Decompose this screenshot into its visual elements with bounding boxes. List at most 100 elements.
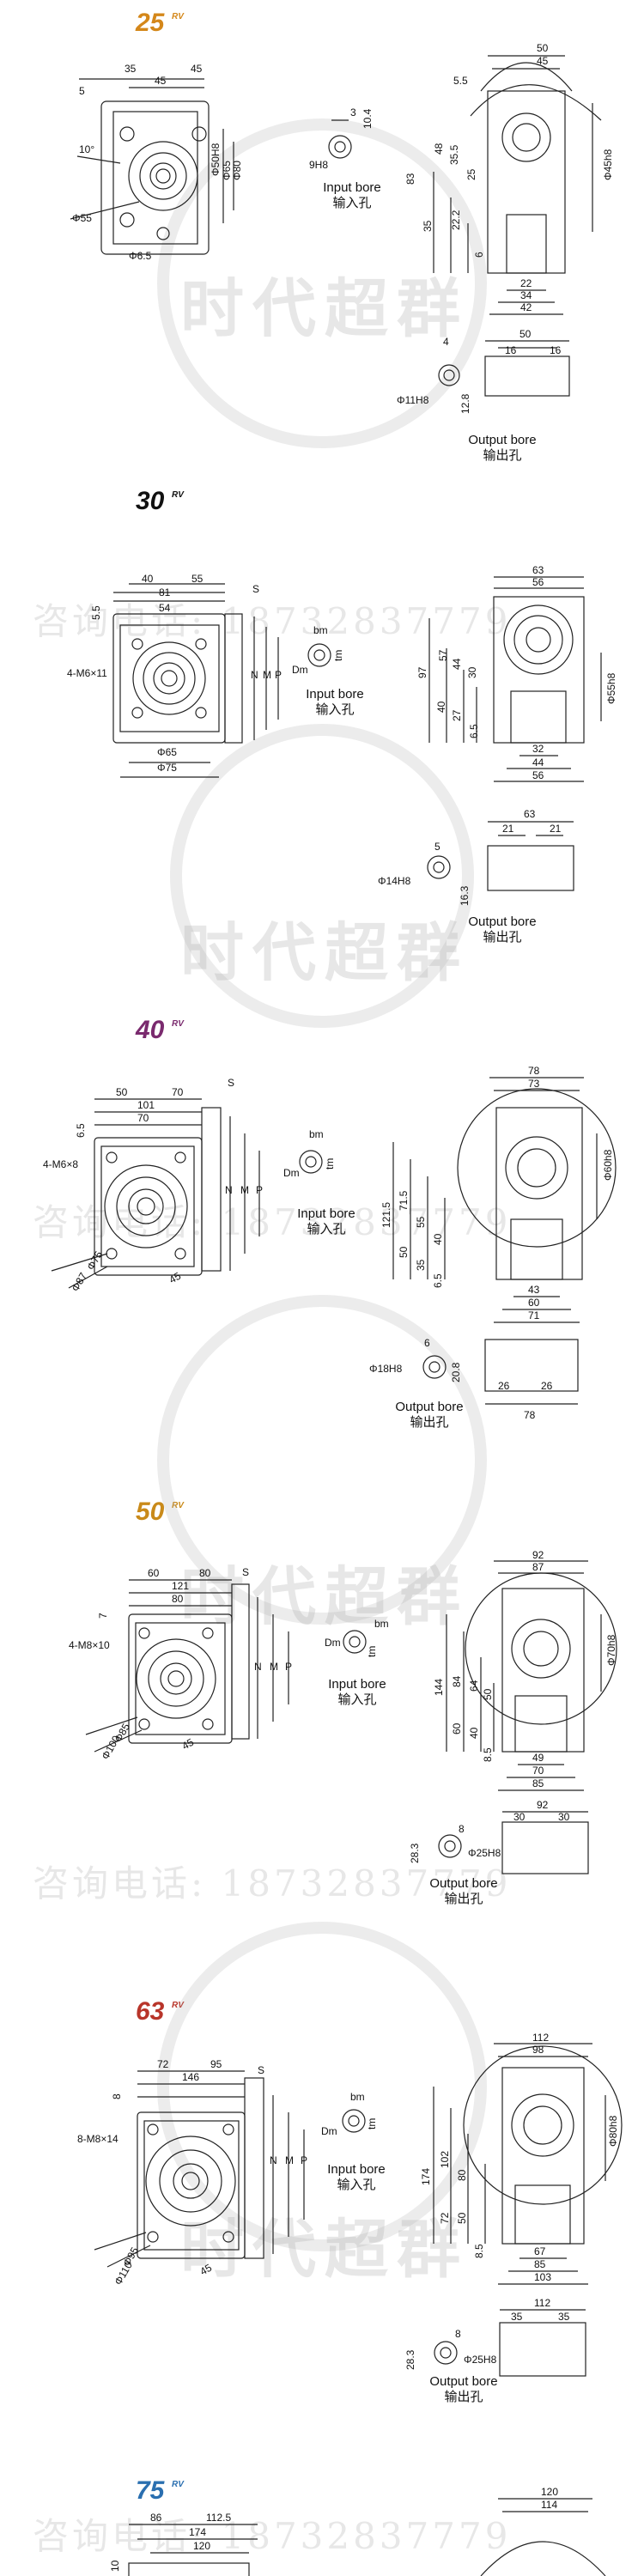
watermark-company: 时代超群	[180, 272, 469, 346]
dimension-label: 45	[167, 1270, 184, 1286]
drawing-nmrv25-output	[438, 340, 570, 397]
dimension-label: Dm	[283, 1167, 300, 1179]
dimension-label: 6	[424, 1337, 430, 1349]
dimension-label: 87	[532, 1561, 544, 1573]
dimension-label: P	[256, 1184, 263, 1196]
dimension-label: Φ11H8	[397, 394, 429, 406]
dimension-label: 50	[482, 1688, 494, 1700]
dimension-label: 50	[519, 328, 532, 340]
dimension-label: 114	[541, 2499, 557, 2511]
dimension-label: tm	[332, 650, 344, 661]
dimension-label: 92	[537, 1799, 549, 1811]
dimension-label: M	[270, 1661, 278, 1673]
watermark-gear-icon	[157, 118, 487, 2251]
dimension-label: 95	[210, 2058, 222, 2070]
dimension-label: 120	[193, 2540, 210, 2552]
drawing-nmrv63-side	[433, 2043, 623, 2285]
output-bore-label: Output bore	[468, 433, 537, 447]
dimension-label: 71.5	[398, 1190, 410, 1211]
dimension-label: 35	[125, 63, 137, 75]
dimension-label: 35	[558, 2311, 570, 2323]
input-bore-label-cn: 输入孔	[337, 1692, 377, 1707]
dimension-label: Φ25H8	[468, 1847, 501, 1859]
dimension-label: 86	[150, 2512, 162, 2524]
dimension-label: 21	[550, 823, 562, 835]
dimension-label: 6.5	[75, 1123, 87, 1138]
drawing-nmrv25-front	[70, 78, 234, 255]
dimension-label: 8	[459, 1823, 465, 1835]
dimension-label: 84	[451, 1675, 463, 1687]
dimension-label: 73	[528, 1078, 540, 1090]
dimension-label: Dm	[292, 664, 308, 676]
dimension-label: 64	[468, 1680, 480, 1692]
dimension-label: 50	[456, 2212, 468, 2224]
dimension-label: 6.5	[432, 1273, 444, 1288]
drawing-nmrv40-key	[299, 1150, 323, 1174]
drawing-nmrv30-front	[112, 583, 279, 778]
dimension-label: 8.5	[473, 2244, 485, 2258]
dimension-label: 16.3	[459, 885, 471, 906]
dimension-label: 45	[155, 75, 167, 87]
dimension-label: 54	[159, 602, 171, 614]
output-bore-label-cn: 输出孔	[444, 2390, 483, 2404]
dimension-label: 50	[116, 1086, 128, 1098]
model-badge: NMRV	[33, 1019, 122, 1045]
drawing-nmrv30-side	[428, 576, 602, 782]
dimension-label: 112.5	[206, 2512, 231, 2524]
dimension-label: 121	[172, 1580, 189, 1592]
dimension-label: tm	[366, 2118, 378, 2129]
dimension-label: 45	[537, 55, 549, 67]
dimension-label: 98	[532, 2044, 544, 2056]
dimension-label: tm	[324, 1158, 336, 1170]
dimension-label: 44	[451, 658, 463, 670]
dimension-label: Φ55	[72, 212, 92, 224]
dimension-label: 30	[466, 666, 478, 678]
model-badge-text: NMRV	[47, 1503, 107, 1524]
dimension-label: Dm	[325, 1637, 341, 1649]
dimension-label: 22.2	[450, 210, 462, 230]
dimension-label: 71	[528, 1309, 540, 1321]
dimension-label: 85	[532, 1777, 544, 1789]
dimension-label: 30	[513, 1811, 526, 1823]
dimension-label: 97	[416, 666, 428, 678]
model-size-sub: RV	[172, 490, 184, 500]
dimension-label: 20.8	[450, 1362, 462, 1382]
dimension-label: 78	[528, 1065, 540, 1077]
model-badge-text: NMRV	[47, 2002, 107, 2024]
dimension-label: 8	[455, 2328, 461, 2340]
dimension-label: 102	[439, 2151, 451, 2168]
input-bore-label: Input bore	[323, 180, 381, 195]
model-size: 75	[136, 2476, 165, 2505]
dimension-label: 45	[191, 63, 203, 75]
dimension-label: 25	[465, 168, 477, 180]
dimension-label: 60	[148, 1567, 160, 1579]
dimension-label: bm	[309, 1128, 324, 1140]
drawing-nmrv75-side	[480, 2498, 606, 2576]
model-size: 30	[136, 487, 165, 515]
dimension-label: N	[251, 669, 258, 681]
dimension-label: 34	[520, 289, 532, 301]
dimension-label: 55	[191, 573, 204, 585]
dimension-label: 45	[198, 2262, 215, 2278]
dimension-label: N	[254, 1661, 262, 1673]
dimension-label: 45	[180, 1736, 197, 1753]
model-badge: NMRV	[33, 12, 122, 38]
dimension-label: 3	[350, 106, 356, 118]
model-size: 63	[136, 1997, 165, 2026]
dimension-label: 49	[532, 1752, 544, 1764]
input-bore-label-cn: 输入孔	[315, 702, 355, 717]
dimension-label: 50	[398, 1246, 410, 1258]
dimension-label: Φ80	[231, 161, 243, 180]
drawing-nmrv25-key	[328, 119, 352, 159]
dimension-label: Φ60h8	[602, 1149, 614, 1181]
model-size-sub: RV	[172, 12, 184, 21]
dimension-label: Φ55h8	[605, 672, 617, 704]
